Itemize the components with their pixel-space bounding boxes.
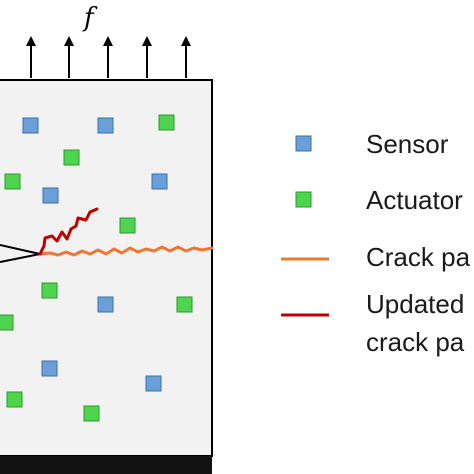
- legend-actuator-swatch: [295, 191, 312, 208]
- legend-updated-label-line2: crack pa: [366, 327, 465, 357]
- actuator-square: [41, 282, 58, 299]
- legend: Sensor Actuator Crack pa Updated crack p…: [281, 129, 471, 357]
- force-arrow: [64, 36, 74, 78]
- actuator-square: [119, 217, 136, 234]
- actuator-square: [83, 405, 100, 422]
- legend-actuator-label: Actuator: [366, 185, 463, 215]
- force-arrow: [181, 36, 191, 78]
- force-label: f: [82, 3, 98, 33]
- actuator-square: [4, 173, 21, 190]
- fixed-base: [0, 456, 212, 474]
- sensor-square: [22, 117, 39, 134]
- sensor-square: [151, 173, 168, 190]
- legend-updated-label-line1: Updated: [366, 289, 464, 319]
- sensor-square: [42, 187, 59, 204]
- actuator-square: [63, 149, 80, 166]
- actuator-group: [0, 114, 193, 422]
- actuator-square: [0, 314, 14, 331]
- force-arrow: [26, 36, 36, 78]
- sensor-square: [41, 360, 58, 377]
- legend-sensor-swatch: [295, 135, 312, 152]
- sensor-square: [97, 296, 114, 313]
- actuator-square: [6, 391, 23, 408]
- legend-sensor-label: Sensor: [366, 129, 449, 159]
- force-arrow: [142, 36, 152, 78]
- actuator-square: [176, 296, 193, 313]
- updated-crack-path-line: [38, 207, 99, 256]
- force-arrow: [103, 36, 113, 78]
- force-arrows: [26, 36, 191, 78]
- actuator-square: [158, 114, 175, 131]
- sensor-group: [22, 117, 168, 392]
- sensor-square: [145, 375, 162, 392]
- plate: [0, 79, 213, 457]
- legend-crack-label: Crack pa: [366, 242, 471, 272]
- sensor-square: [97, 117, 114, 134]
- crack-path-line: [38, 245, 214, 257]
